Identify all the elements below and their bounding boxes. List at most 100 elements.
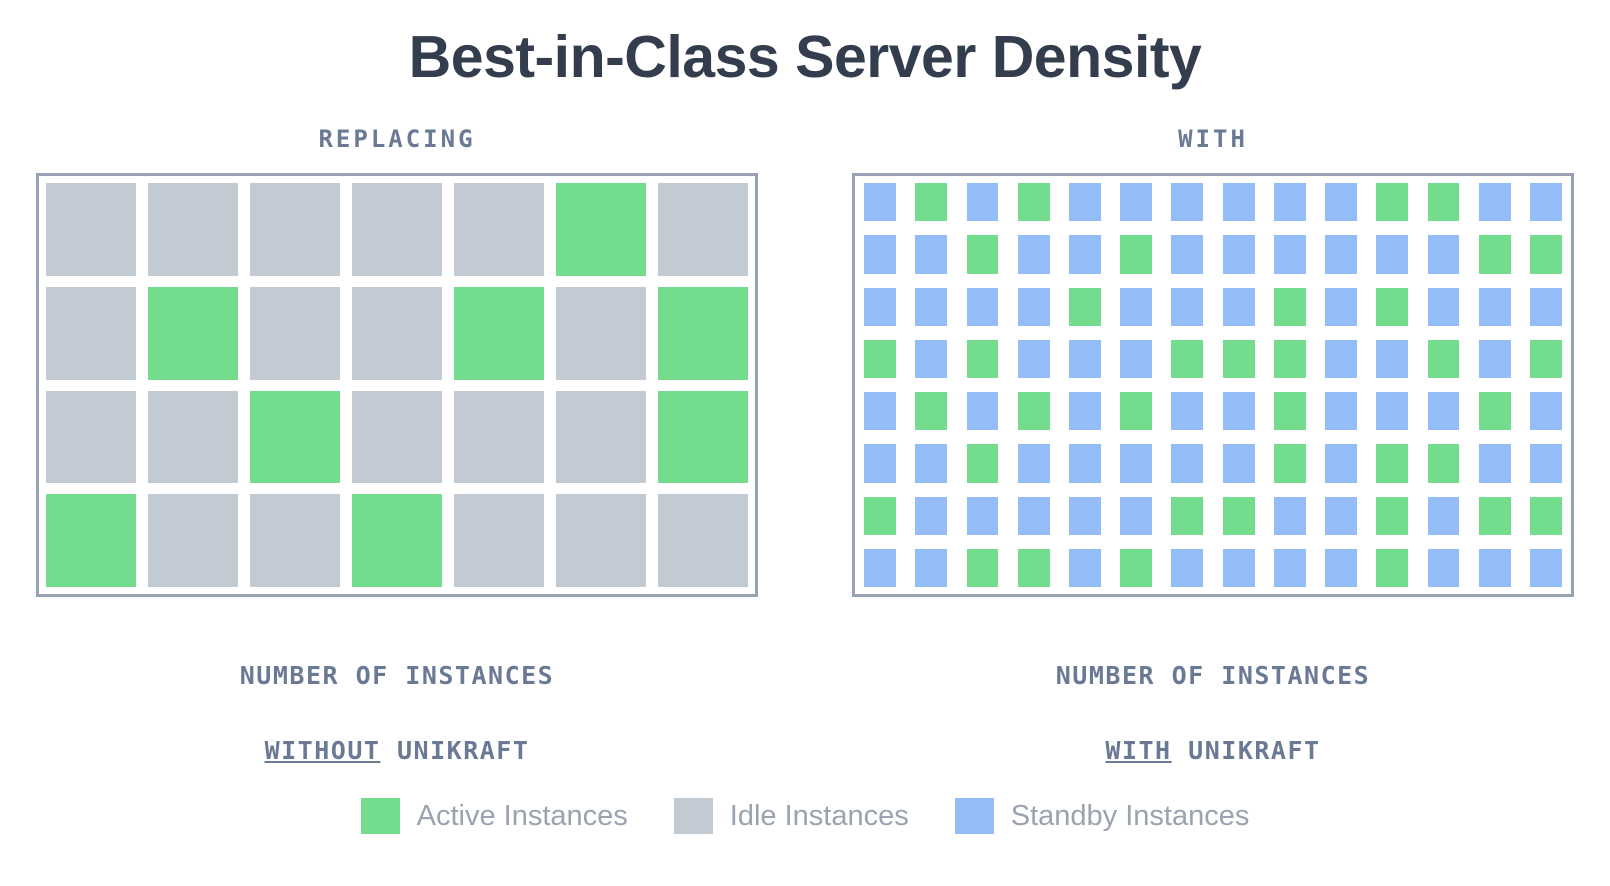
legend-label-idle: Idle Instances	[729, 799, 909, 832]
instance-cell-idle	[250, 183, 340, 276]
instance-cell-standby	[1529, 392, 1562, 431]
instance-cell-active	[1171, 339, 1204, 378]
instance-cell-standby	[1325, 339, 1357, 378]
instance-cell-active	[352, 494, 442, 587]
instance-cell-standby	[1222, 235, 1255, 274]
instance-cell-standby	[1325, 287, 1357, 326]
instance-cell-active	[915, 392, 948, 431]
instance-cell-active	[250, 390, 340, 484]
instance-cell-standby	[915, 548, 948, 587]
instance-cell-standby	[1325, 548, 1357, 587]
instance-cell-standby	[1325, 444, 1357, 483]
instance-cell-active	[1376, 496, 1409, 535]
instance-cell-standby	[1017, 235, 1050, 274]
instance-cell-standby	[1171, 392, 1204, 431]
instance-cell-standby	[1171, 548, 1204, 587]
instance-cell-active	[658, 390, 748, 484]
instance-cell-standby	[1171, 235, 1204, 274]
instance-cell-idle	[46, 183, 136, 276]
instance-cell-standby	[1325, 183, 1357, 222]
instance-cell-active	[966, 235, 999, 274]
instance-cell-standby	[966, 496, 999, 535]
instance-cell-standby	[1529, 444, 1562, 483]
instance-cell-idle	[148, 183, 238, 276]
instance-cell-active	[1376, 444, 1409, 483]
instance-cell-active	[864, 496, 897, 535]
instance-cell-standby	[915, 339, 948, 378]
instance-cell-active	[966, 339, 999, 378]
instance-cell-standby	[1325, 496, 1357, 535]
instance-cell-standby	[864, 287, 897, 326]
instance-grid-without-unikraft	[46, 183, 748, 587]
instance-cell-standby	[1376, 235, 1409, 274]
caption-line-2-tail: UNIKRAFT	[1171, 735, 1321, 765]
instance-cell-standby	[1069, 444, 1101, 483]
caption-emphasis-with: WITH	[1105, 735, 1172, 765]
instance-cell-standby	[1273, 235, 1306, 274]
instance-cell-idle	[454, 183, 544, 276]
instance-cell-active	[658, 286, 748, 380]
instance-cell-standby	[1017, 496, 1050, 535]
instance-cell-standby	[1478, 183, 1511, 222]
instance-cell-idle	[556, 494, 646, 587]
instance-cell-active	[1120, 548, 1153, 587]
instance-cell-active	[1529, 235, 1562, 274]
instance-cell-idle	[454, 390, 544, 484]
instance-cell-standby	[1325, 235, 1357, 274]
instance-cell-idle	[352, 183, 442, 276]
instance-cell-standby	[1120, 287, 1153, 326]
instance-cell-standby	[1222, 444, 1255, 483]
caption-line-1: NUMBER OF INSTANCES	[239, 660, 555, 690]
instance-cell-active	[1069, 287, 1101, 326]
instance-cell-standby	[1427, 287, 1460, 326]
legend-item-idle: Idle Instances	[673, 798, 909, 834]
grid-box-without-unikraft	[36, 173, 758, 597]
instance-cell-standby	[1273, 183, 1306, 222]
instance-cell-standby	[1529, 548, 1562, 587]
instance-cell-active	[148, 286, 238, 380]
instance-cell-standby	[1171, 183, 1204, 222]
instance-cell-active	[966, 444, 999, 483]
instance-cell-idle	[352, 390, 442, 484]
instance-cell-active	[1222, 496, 1255, 535]
instance-cell-standby	[1222, 183, 1255, 222]
instance-cell-standby	[1478, 339, 1511, 378]
instance-cell-idle	[556, 286, 646, 380]
legend-item-active: Active Instances	[360, 798, 628, 834]
page-title: Best-in-Class Server Density	[408, 24, 1202, 90]
instance-cell-standby	[1478, 548, 1511, 587]
instance-cell-standby	[1427, 548, 1460, 587]
instance-cell-standby	[915, 287, 948, 326]
instance-cell-active	[1529, 339, 1562, 378]
legend-swatch-idle	[673, 798, 713, 834]
instance-cell-standby	[915, 235, 948, 274]
instance-cell-active	[1171, 496, 1204, 535]
instance-cell-standby	[966, 183, 999, 222]
instance-cell-standby	[1273, 548, 1306, 587]
instance-cell-idle	[250, 286, 340, 380]
instance-cell-active	[1017, 392, 1050, 431]
instance-cell-standby	[1120, 496, 1153, 535]
instance-cell-idle	[658, 183, 748, 276]
instance-cell-active	[1427, 183, 1460, 222]
caption-without-unikraft: NUMBER OF INSTANCES WITHOUT UNIKRAFT	[240, 619, 554, 769]
caption-emphasis-without: WITHOUT	[264, 735, 381, 765]
panels-container: REPLACING NUMBER OF INSTANCES WITHOUT UN…	[0, 125, 1610, 769]
instance-cell-standby	[1325, 392, 1357, 431]
instance-cell-active	[46, 494, 136, 587]
instance-cell-standby	[1376, 392, 1409, 431]
instance-cell-active	[1478, 496, 1511, 535]
instance-cell-standby	[864, 183, 897, 222]
instance-cell-standby	[1069, 392, 1101, 431]
legend-swatch-standby	[954, 798, 994, 834]
instance-cell-standby	[1529, 287, 1562, 326]
panel-without-unikraft: REPLACING NUMBER OF INSTANCES WITHOUT UN…	[26, 125, 768, 769]
instance-cell-standby	[1427, 235, 1460, 274]
instance-cell-standby	[1120, 444, 1153, 483]
grid-box-with-unikraft	[852, 173, 1574, 597]
instance-cell-active	[1120, 235, 1153, 274]
instance-cell-idle	[658, 494, 748, 587]
instance-cell-active	[966, 548, 999, 587]
instance-cell-active	[1017, 183, 1050, 222]
instance-cell-standby	[1069, 548, 1101, 587]
